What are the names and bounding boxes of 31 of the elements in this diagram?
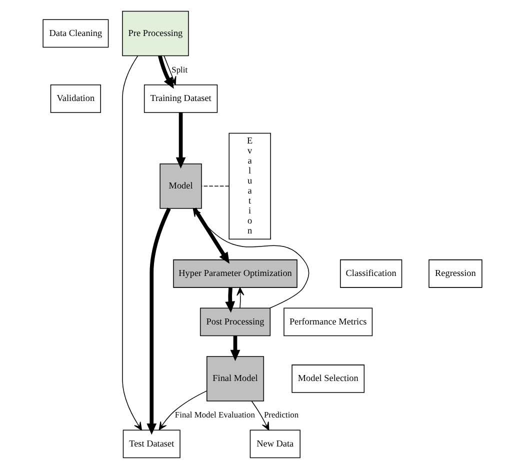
arrow xyxy=(230,336,240,362)
arrow xyxy=(236,287,244,308)
node-box: Regression xyxy=(428,259,482,288)
node-box: Hyper Parameter Optimization xyxy=(172,259,297,288)
node-box: Model xyxy=(159,164,202,209)
node-box: Pre Processing xyxy=(122,10,188,56)
arrow xyxy=(192,208,230,264)
node-box: Performance Metrics xyxy=(283,308,372,336)
edge-label: Final Model Evaluation xyxy=(174,410,254,420)
node-box: Training Dataset xyxy=(143,84,218,113)
arrow xyxy=(192,208,309,308)
edge-label: Split xyxy=(171,64,188,74)
arrow xyxy=(146,208,170,435)
node-box: New Data xyxy=(249,430,300,458)
node-box: Data Cleaning xyxy=(42,19,108,48)
arrow xyxy=(157,55,174,89)
node-box: Post Processing xyxy=(199,308,270,336)
arrow xyxy=(250,400,269,430)
node-box: Final Model xyxy=(206,356,264,402)
node-box: Validation xyxy=(50,84,100,113)
arrow xyxy=(224,288,235,313)
connector xyxy=(200,186,229,187)
node-box: Classification xyxy=(340,259,402,288)
edge-label: Prediction xyxy=(263,410,298,420)
node-box: Test Dataset xyxy=(122,430,180,458)
arrow xyxy=(122,55,142,430)
arrow xyxy=(163,55,176,85)
node-box: Evaluation xyxy=(228,132,270,240)
arrow xyxy=(158,390,207,430)
arrow xyxy=(175,112,186,169)
node-box: Model Selection xyxy=(291,364,364,393)
